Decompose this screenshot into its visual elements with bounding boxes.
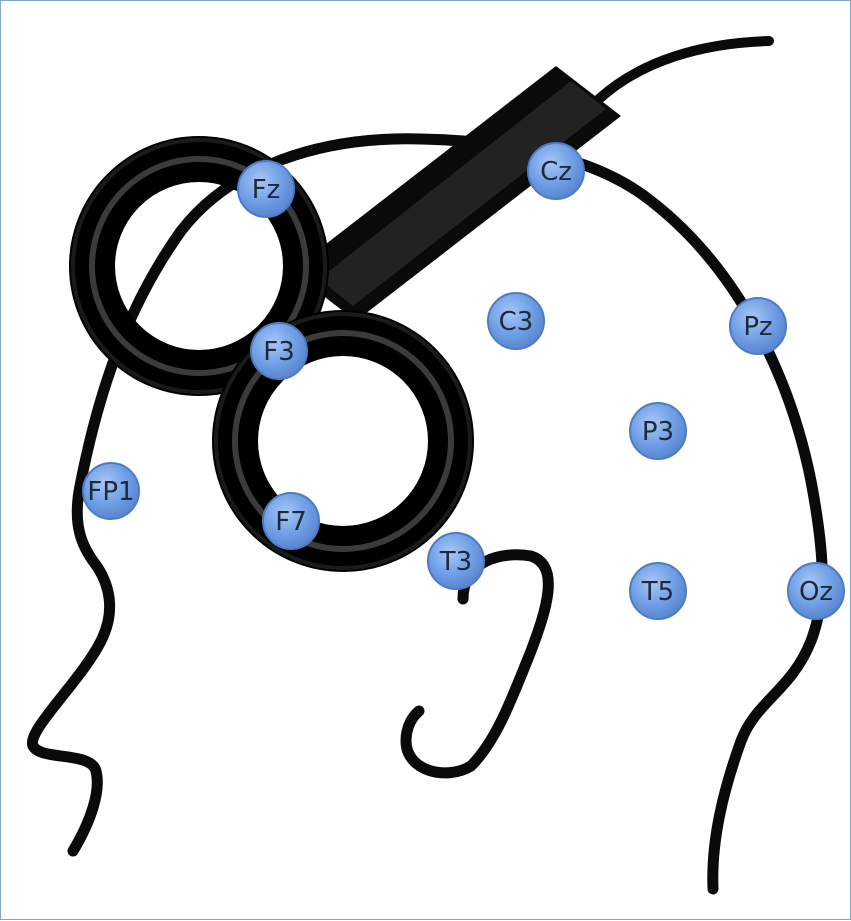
electrode-label: FP1 [87,477,134,507]
electrode-fp1: FP1 [83,463,139,519]
electrode-label: F7 [275,507,307,537]
electrode-label: C3 [499,307,534,337]
electrode-cz: Cz [528,143,584,199]
electrode-t5: T5 [630,563,686,619]
electrode-label: T5 [641,577,674,607]
electrode-label: Fz [252,175,281,205]
electrode-label: Cz [540,157,572,187]
coil-cable [599,41,769,99]
electrode-oz: Oz [788,563,844,619]
electrode-p3: P3 [630,403,686,459]
electrode-c3: C3 [488,293,544,349]
electrode-label: Oz [799,577,833,607]
electrode-label: P3 [642,417,674,447]
electrode-t3: T3 [428,533,484,589]
electrode-f3: F3 [251,323,307,379]
electrode-fz: Fz [238,161,294,217]
electrode-label: Pz [743,312,772,342]
electrode-label: T3 [439,547,472,577]
electrode-label: F3 [263,337,295,367]
electrode-pz: Pz [730,298,786,354]
electrode-f7: F7 [263,493,319,549]
ear-outline [406,555,548,773]
